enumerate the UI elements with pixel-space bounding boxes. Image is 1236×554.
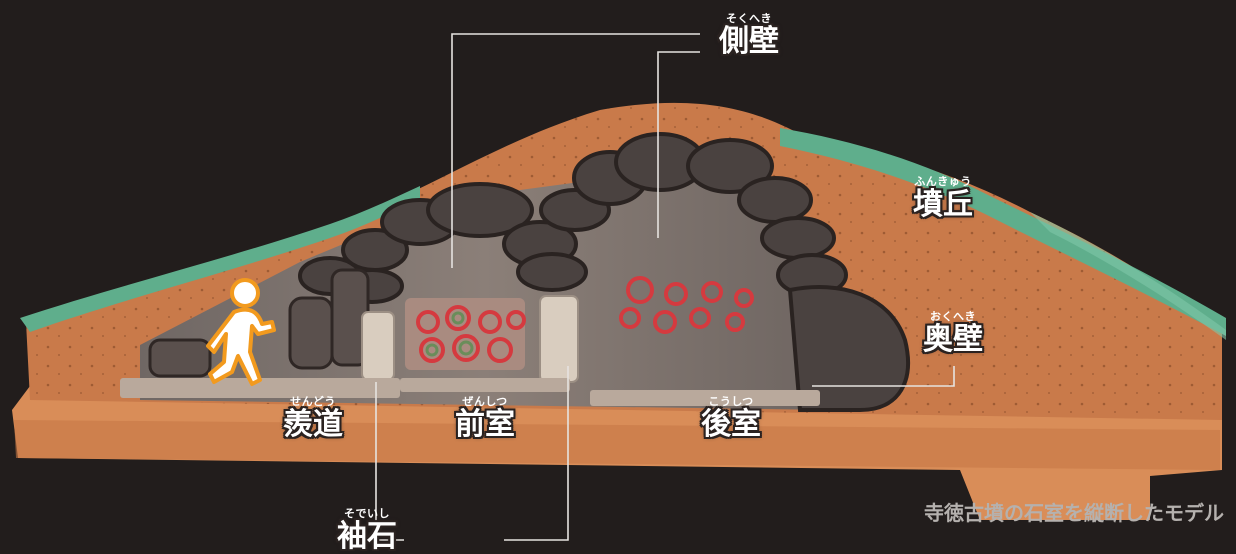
- label-sodeishi-text: 袖石: [337, 519, 397, 554]
- chamber-floor: [120, 378, 820, 406]
- sodeishi-pillars: [361, 295, 579, 383]
- walking-person-icon: [206, 278, 276, 386]
- label-okuheki-text: 奥壁: [923, 322, 983, 357]
- label-koshitsu-ruby: こうしつ: [708, 395, 754, 408]
- figure-caption: 寺徳古墳の石室を縦断したモデル: [924, 501, 1224, 525]
- label-okuheki-ruby: おくへき: [930, 310, 976, 323]
- label-sodeishi: そでいし 袖石: [322, 508, 412, 554]
- painted-wall-rear: [619, 276, 754, 334]
- ceiling-stones: [298, 132, 910, 412]
- painted-wall-front: [405, 298, 526, 370]
- label-funkyu-ruby: ふんきゅう: [914, 175, 972, 188]
- label-sendo-text: 羨道: [283, 407, 343, 442]
- label-sokuheki: そくへき 側壁: [704, 13, 794, 59]
- label-zenshitsu: ぜんしつ 前室: [440, 396, 530, 442]
- label-sendo: せんどう 羨道: [268, 396, 358, 442]
- mound-grass: [20, 186, 420, 332]
- label-okuheki: おくへき 奥壁: [908, 311, 998, 357]
- label-sendo-ruby: せんどう: [290, 395, 336, 408]
- label-sokuheki-ruby: そくへき: [726, 12, 772, 25]
- label-funkyu: ふんきゅう 墳丘: [898, 176, 988, 222]
- label-sodeishi-ruby: そでいし: [344, 507, 390, 520]
- label-koshitsu-text: 後室: [701, 407, 761, 442]
- label-zenshitsu-ruby: ぜんしつ: [462, 395, 508, 408]
- label-koshitsu: こうしつ 後室: [686, 396, 776, 442]
- label-funkyu-text: 墳丘: [913, 187, 973, 222]
- label-zenshitsu-text: 前室: [455, 407, 515, 442]
- label-sokuheki-text: 側壁: [719, 24, 779, 59]
- corridor-stones: [148, 268, 370, 378]
- leader-lines: [375, 33, 955, 541]
